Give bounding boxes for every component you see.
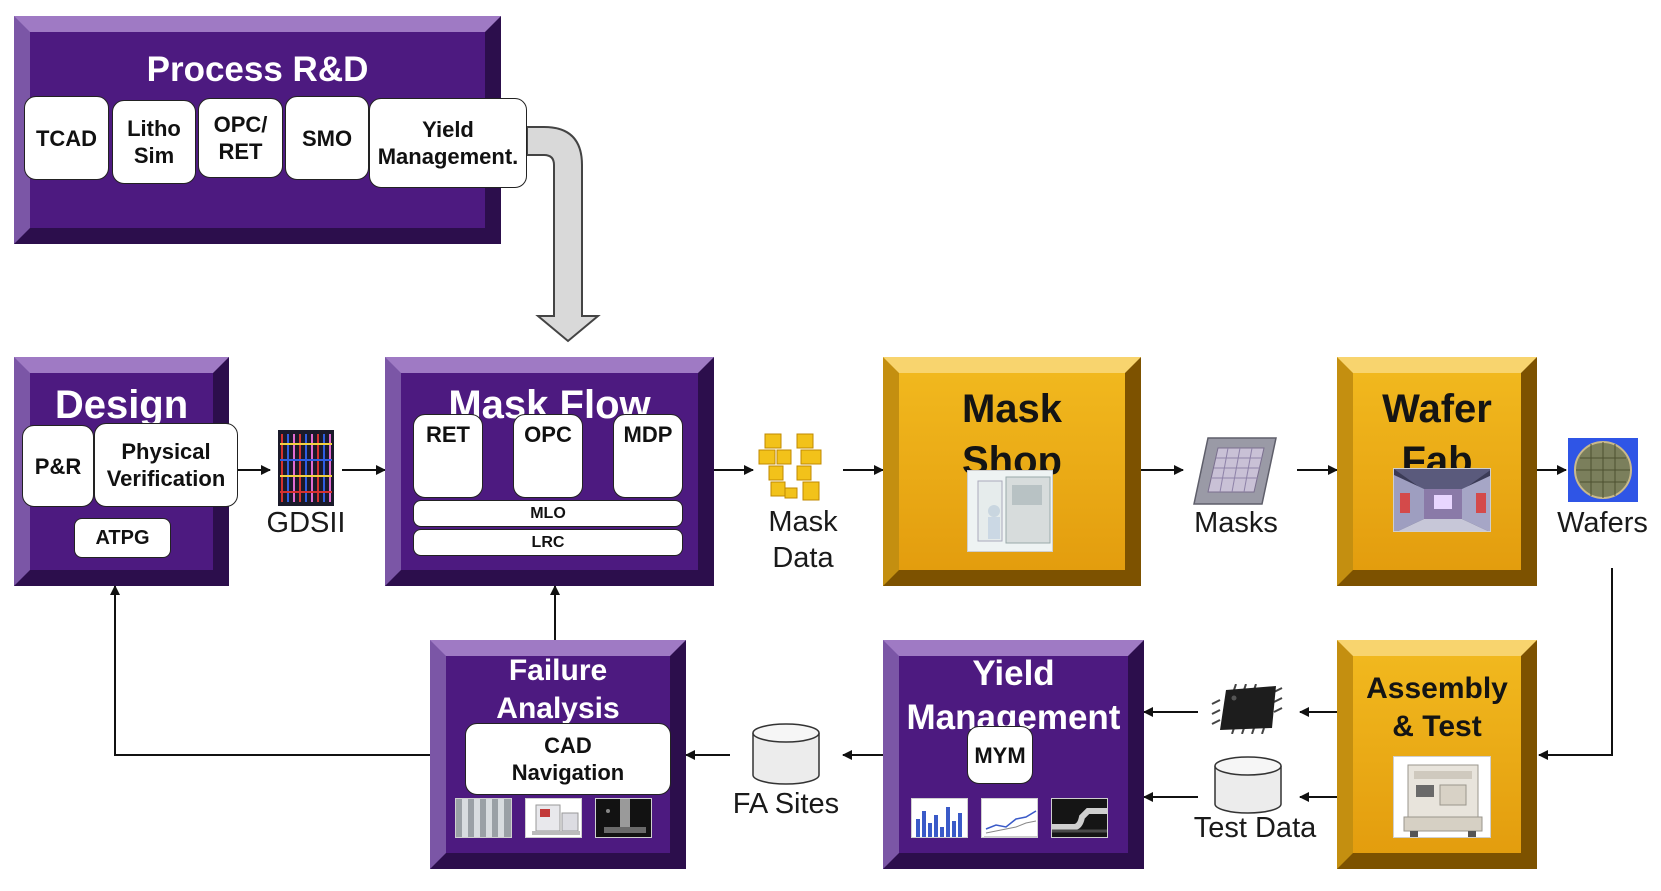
- wafer-icon: [1568, 438, 1638, 502]
- yield-mym[interactable]: MYM: [967, 726, 1033, 784]
- layout-icon: [278, 430, 334, 506]
- arrow-wafers-to-assembly: [1538, 568, 1613, 760]
- wafers-label: Wafers: [1557, 507, 1648, 539]
- mask-flow-mlo[interactable]: MLO: [413, 500, 683, 527]
- database-icon: [1214, 756, 1282, 814]
- arrow-processrd-to-maskflow: [526, 126, 601, 343]
- failure-cad-navigation[interactable]: CAD Navigation: [465, 723, 671, 795]
- assembly-test-photo: [1393, 756, 1491, 838]
- fa-thumb-1: [455, 798, 512, 838]
- yield-chart-thumb-2: [981, 798, 1038, 838]
- mask-flow-opc[interactable]: OPC: [513, 414, 583, 498]
- mask-flow-ret[interactable]: RET: [413, 414, 483, 498]
- yield-chart-thumb-1: [911, 798, 968, 838]
- tool-opc-ret[interactable]: OPC/ RET: [198, 98, 283, 178]
- design-atpg[interactable]: ATPG: [74, 518, 171, 558]
- masks-label: Masks: [1194, 507, 1278, 539]
- design-physical-verification[interactable]: Physical Verification: [94, 423, 238, 507]
- tool-smo[interactable]: SMO: [285, 96, 369, 180]
- fa-thumb-3: [595, 798, 652, 838]
- tool-litho-sim[interactable]: Litho Sim: [112, 100, 196, 184]
- mask-flow-lrc[interactable]: LRC: [413, 529, 683, 556]
- process-rd-title: Process R&D: [146, 50, 369, 89]
- mask-plate-icon: [1193, 437, 1277, 505]
- tool-yield-management[interactable]: Yield Management.: [369, 98, 527, 188]
- mask-shop-photo: [967, 470, 1053, 552]
- fa-sites-label: FA Sites: [732, 788, 840, 820]
- mask-data-icon: [758, 433, 822, 501]
- assembly-test-title: Assembly & Test: [1366, 672, 1508, 743]
- yield-chart-thumb-3: [1051, 798, 1108, 838]
- test-data-label: Test Data: [1193, 812, 1317, 844]
- tool-tcad[interactable]: TCAD: [24, 96, 109, 180]
- wafer-fab-photo: [1393, 468, 1491, 532]
- design-pr[interactable]: P&R: [22, 425, 94, 507]
- fa-thumb-2: [525, 798, 582, 838]
- database-icon: [752, 723, 820, 785]
- chip-icon: [1211, 684, 1283, 734]
- arrow-failure-to-design: [110, 585, 430, 756]
- gdsii-label: GDSII: [266, 507, 346, 539]
- mask-data-label: Mask Data: [768, 506, 838, 574]
- design-title: Design: [54, 383, 189, 427]
- failure-analysis-title: Failure Analysis: [496, 654, 620, 725]
- mask-flow-mdp[interactable]: MDP: [613, 414, 683, 498]
